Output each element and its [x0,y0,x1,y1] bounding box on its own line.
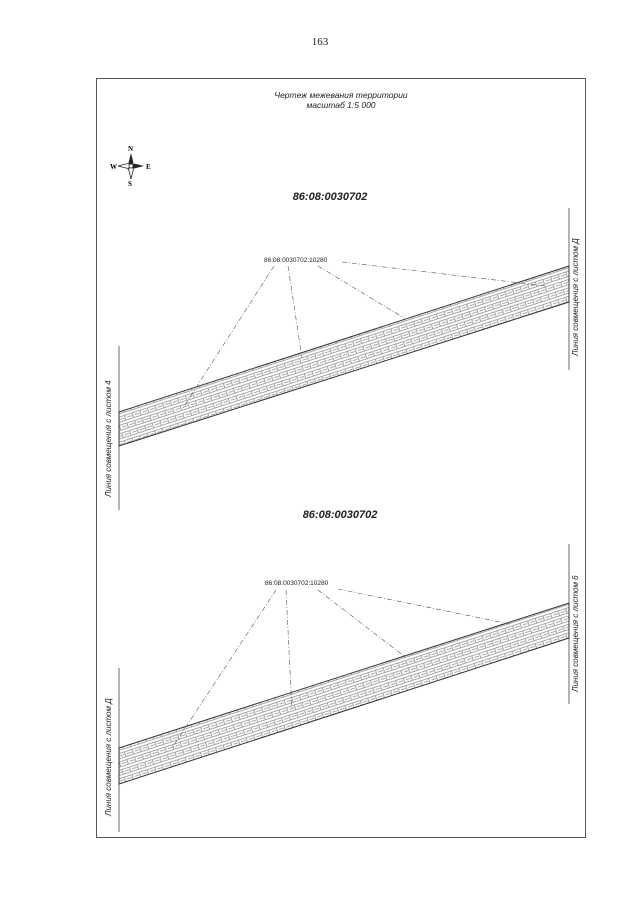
sheet-2-drawing [118,544,570,832]
cadastral-block-label-2: 86:08:0030702 [302,509,378,521]
parcel-strip [118,265,570,447]
match-line-label-sheet2-left: Линия совмещения с листом Д [104,698,113,816]
sheet-1-drawing [118,208,570,510]
match-line-label-sheet1-left: Линия совмещения с листом 4 [104,380,113,497]
cadastral-block-label-1: 86:08:0030702 [292,191,368,203]
drawing-title: Чертеж межевания территории масштаб 1:5 … [96,90,586,110]
parcel-label-1: 86:08:0030702:10280 [263,257,329,264]
parcel-label-2: 86:08:0030702:10280 [264,580,330,587]
parcel-strip [118,602,570,785]
compass-s: S [128,180,132,188]
compass-rose-icon [117,153,144,180]
title-line-1: Чертеж межевания территории [274,90,408,100]
leader-lines [171,588,511,749]
match-line-label-sheet2-right: Линия совмещения с листом 6 [571,575,580,692]
compass-w: W [110,163,117,171]
compass-n: N [128,145,133,153]
drawing-frame [96,78,586,838]
compass-e: E [146,163,151,171]
page-number: 163 [311,36,329,48]
title-line-2: масштаб 1:5 000 [306,100,376,110]
leader-lines [182,261,547,409]
match-line-label-sheet1-right: Линия совмещения с листом Д [571,238,580,356]
